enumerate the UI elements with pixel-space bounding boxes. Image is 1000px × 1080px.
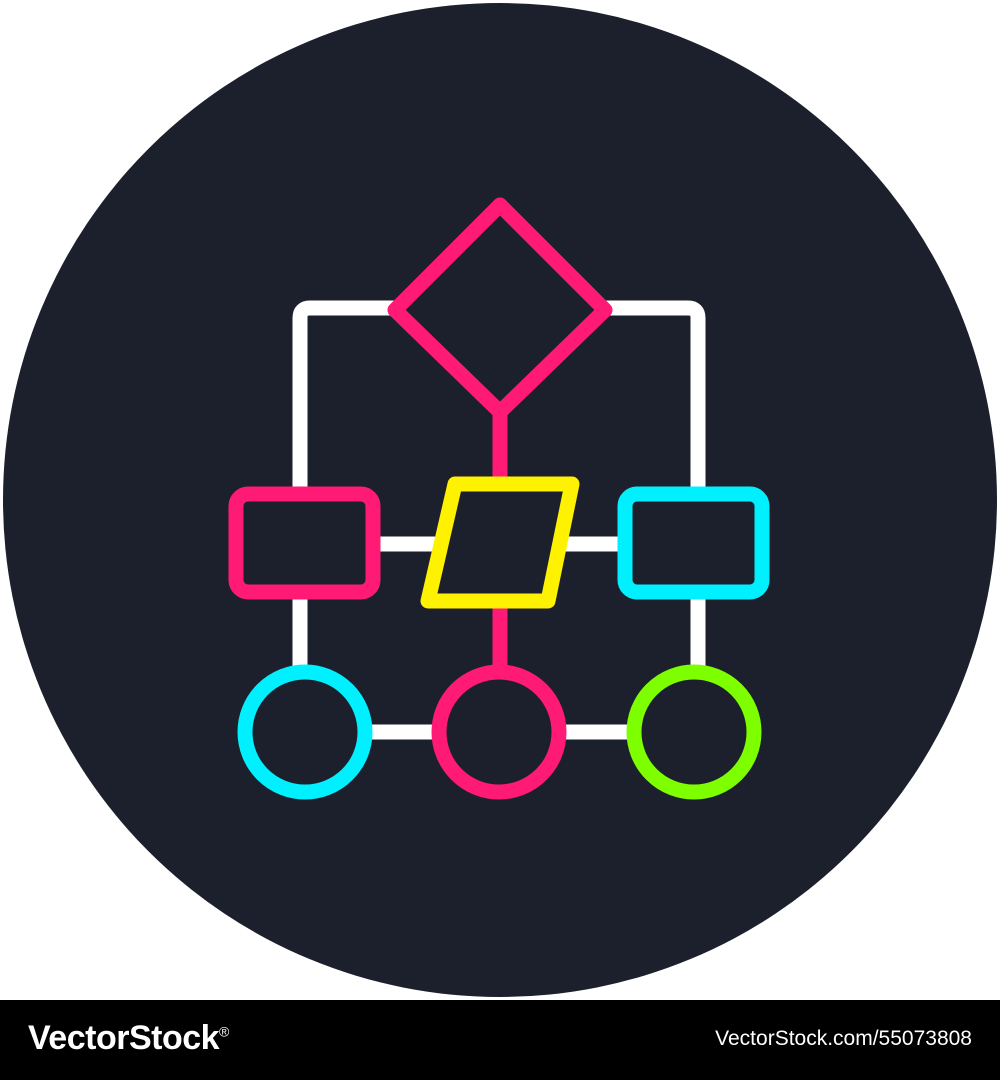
process-box-left xyxy=(228,486,381,600)
background-circle xyxy=(3,3,997,997)
data-parallelogram xyxy=(420,476,580,609)
connector-lines xyxy=(292,300,706,740)
brand-name: VectorStock xyxy=(28,1019,220,1057)
watermark-brand: VectorStock® xyxy=(28,1019,229,1058)
process-box-right xyxy=(617,486,770,600)
registered-mark: ® xyxy=(219,1023,229,1040)
flowchart-icon xyxy=(3,3,997,997)
watermark-image-id: VectorStock.com/55073808 xyxy=(715,1027,972,1050)
connector-top-right xyxy=(597,300,706,500)
decision-diamond xyxy=(387,197,613,420)
terminal-circle-center xyxy=(431,664,567,800)
watermark-bar: VectorStock® VectorStock.com/55073808 xyxy=(0,1000,1000,1080)
terminal-circle-left xyxy=(237,664,373,800)
terminal-circle-right xyxy=(626,664,762,800)
connector-top-left xyxy=(292,300,403,500)
flowchart-illustration xyxy=(3,3,997,997)
